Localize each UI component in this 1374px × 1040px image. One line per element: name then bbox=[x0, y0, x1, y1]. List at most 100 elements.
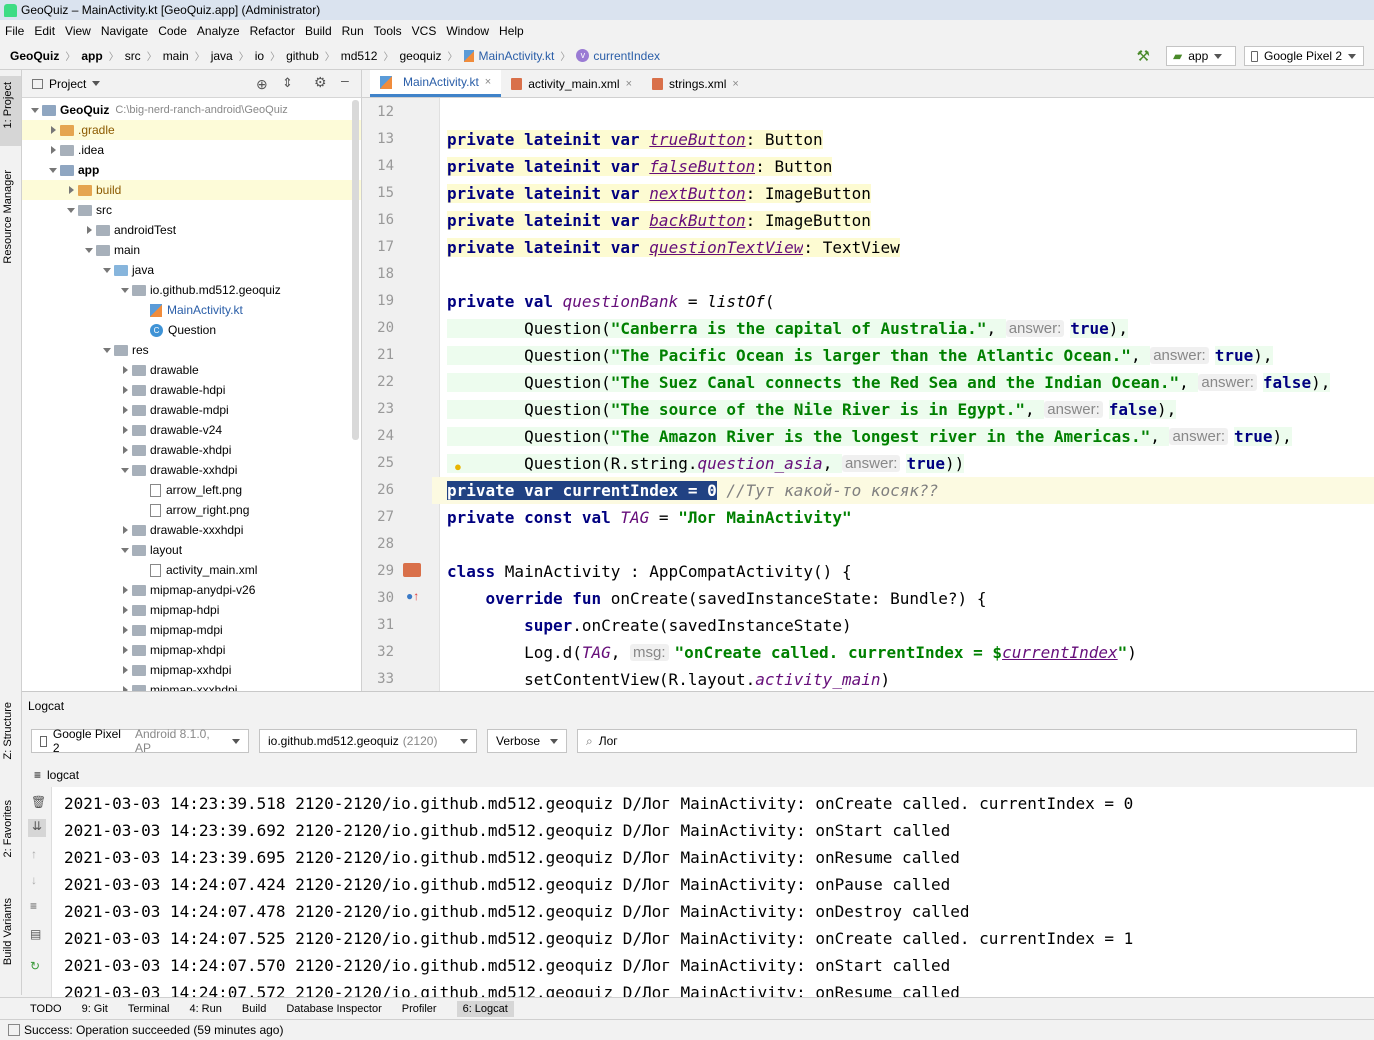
tree-item[interactable]: drawable bbox=[22, 360, 361, 380]
tree-arrow[interactable] bbox=[118, 626, 132, 634]
menu-item-code[interactable]: Code bbox=[158, 24, 187, 38]
tab-project[interactable]: 1: Project bbox=[2, 82, 14, 129]
tree-arrow[interactable] bbox=[118, 686, 132, 691]
tree-item[interactable]: src bbox=[22, 200, 361, 220]
logcat-output[interactable]: 2021-03-03 14:23:39.518 2120-2120/io.git… bbox=[52, 787, 1374, 997]
tree-item[interactable]: arrow_left.png bbox=[22, 480, 361, 500]
logcat-level-select[interactable]: Verbose bbox=[487, 729, 567, 753]
tree-item[interactable]: mipmap-xxhdpi bbox=[22, 660, 361, 680]
tool-tab-build[interactable]: Build bbox=[241, 1002, 267, 1015]
menu-item-view[interactable]: View bbox=[65, 24, 91, 38]
tab-activity_main-xml[interactable]: activity_main.xml× bbox=[501, 70, 642, 97]
tree-arrow[interactable] bbox=[118, 586, 132, 594]
tree-item[interactable]: drawable-xxxhdpi bbox=[22, 520, 361, 540]
tab-build-variants[interactable]: Build Variants bbox=[2, 898, 14, 966]
collapse-all-icon[interactable]: ⇕ bbox=[282, 75, 293, 90]
tree-arrow[interactable] bbox=[82, 247, 96, 253]
breadcrumb-item-7[interactable]: md512 bbox=[340, 48, 378, 63]
tree-item[interactable]: androidTest bbox=[22, 220, 361, 240]
breadcrumb-item-9[interactable]: MainActivity.kt bbox=[478, 48, 555, 63]
scroll-to-end-icon[interactable]: ⇊ bbox=[28, 819, 46, 837]
menu-item-vcs[interactable]: VCS bbox=[411, 24, 437, 38]
tab-structure[interactable]: Z: Structure bbox=[2, 702, 14, 760]
tree-item[interactable]: io.github.md512.geoquiz bbox=[22, 280, 361, 300]
breadcrumb-item-4[interactable]: java bbox=[210, 48, 233, 63]
layout-gutter-icon[interactable] bbox=[403, 563, 421, 577]
tree-item[interactable]: activity_main.xml bbox=[22, 560, 361, 580]
menu-item-refactor[interactable]: Refactor bbox=[249, 24, 295, 38]
tree-arrow[interactable] bbox=[118, 366, 132, 374]
tree-arrow[interactable] bbox=[64, 186, 78, 194]
tree-arrow[interactable] bbox=[118, 287, 132, 293]
tree-arrow[interactable] bbox=[64, 207, 78, 213]
tree-item[interactable]: mipmap-xhdpi bbox=[22, 640, 361, 660]
breadcrumb-item-8[interactable]: geoquiz bbox=[399, 48, 442, 63]
tool-tab-profiler[interactable]: Profiler bbox=[401, 1002, 437, 1015]
tree-item[interactable]: mipmap-mdpi bbox=[22, 620, 361, 640]
tree-arrow[interactable] bbox=[118, 406, 132, 414]
tree-arrow[interactable] bbox=[118, 526, 132, 534]
tree-arrow[interactable] bbox=[46, 167, 60, 173]
tab-logcat[interactable]: logcat bbox=[47, 768, 80, 782]
breadcrumb-item-6[interactable]: github bbox=[286, 48, 319, 63]
tool-tab-9-git[interactable]: 9: Git bbox=[81, 1002, 108, 1015]
logcat-device-select[interactable]: Google Pixel 2 Android 8.1.0, AP bbox=[31, 727, 249, 755]
tree-item[interactable]: drawable-hdpi bbox=[22, 380, 361, 400]
tab-favorites[interactable]: 2: Favorites bbox=[2, 800, 14, 858]
device-select[interactable]: Google Pixel 2 bbox=[1244, 46, 1364, 66]
menu-item-run[interactable]: Run bbox=[341, 24, 364, 38]
up-arrow-icon[interactable]: ↑ bbox=[31, 847, 37, 861]
tab-mainactivity-kt[interactable]: MainActivity.kt× bbox=[370, 70, 502, 97]
breadcrumb-item-1[interactable]: app bbox=[81, 48, 103, 63]
menu-item-analyze[interactable]: Analyze bbox=[196, 24, 240, 38]
tree-arrow[interactable] bbox=[118, 606, 132, 614]
tree-item[interactable]: res bbox=[22, 340, 361, 360]
print-icon[interactable]: ▤ bbox=[30, 927, 42, 941]
menu-item-build[interactable]: Build bbox=[304, 24, 332, 38]
menu-item-file[interactable]: File bbox=[5, 24, 25, 38]
tree-arrow[interactable] bbox=[28, 107, 42, 113]
tree-arrow[interactable] bbox=[100, 267, 114, 273]
tree-item[interactable]: MainActivity.kt bbox=[22, 300, 361, 320]
tree-arrow[interactable] bbox=[46, 126, 60, 134]
lightbulb-icon[interactable]: ● bbox=[454, 459, 462, 474]
locate-icon[interactable]: ⊕ bbox=[256, 76, 268, 92]
tree-arrow[interactable] bbox=[82, 226, 96, 234]
tree-item[interactable]: .idea bbox=[22, 140, 361, 160]
tree-item[interactable]: main bbox=[22, 240, 361, 260]
tree-scrollbar[interactable] bbox=[352, 100, 359, 440]
tree-item[interactable]: app bbox=[22, 160, 361, 180]
breadcrumb-item-2[interactable]: src bbox=[124, 48, 141, 63]
tree-item[interactable]: arrow_right.png bbox=[22, 500, 361, 520]
menu-item-edit[interactable]: Edit bbox=[34, 24, 56, 38]
tree-item[interactable]: mipmap-hdpi bbox=[22, 600, 361, 620]
hide-icon[interactable]: – bbox=[341, 72, 349, 88]
menu-item-help[interactable]: Help bbox=[499, 24, 524, 38]
breadcrumb-item-0[interactable]: GeoQuiz bbox=[10, 48, 60, 63]
tool-tab-6-logcat[interactable]: 6: Logcat bbox=[456, 1000, 514, 1017]
close-icon[interactable]: × bbox=[732, 77, 739, 90]
breadcrumb-item-3[interactable]: main bbox=[162, 48, 189, 63]
tool-tab-database-inspector[interactable]: Database Inspector bbox=[286, 1002, 382, 1015]
project-panel-title[interactable]: Project bbox=[49, 76, 87, 91]
menu-item-window[interactable]: Window bbox=[446, 24, 490, 38]
breadcrumb-item-10[interactable]: currentIndex bbox=[593, 48, 661, 63]
restart-icon[interactable]: ↻ bbox=[30, 959, 41, 973]
tree-arrow[interactable] bbox=[118, 446, 132, 454]
gear-icon[interactable]: ⚙ bbox=[314, 74, 327, 90]
tree-item[interactable]: mipmap-anydpi-v26 bbox=[22, 580, 361, 600]
module-select[interactable]: ▰ app bbox=[1166, 46, 1236, 66]
trash-icon[interactable]: 🗑 bbox=[31, 795, 47, 809]
tree-item[interactable]: drawable-xhdpi bbox=[22, 440, 361, 460]
logcat-search-input[interactable]: ⌕ Лог bbox=[577, 729, 1357, 753]
tool-tab-todo[interactable]: TODO bbox=[30, 1002, 62, 1015]
menu-item-navigate[interactable]: Navigate bbox=[100, 24, 149, 38]
tree-arrow[interactable] bbox=[118, 467, 132, 473]
soft-wrap-icon[interactable]: ≡ bbox=[30, 899, 38, 913]
tree-item[interactable]: .gradle bbox=[22, 120, 361, 140]
override-gutter-icon[interactable]: ●↑ bbox=[406, 589, 420, 603]
tab-resource-manager[interactable]: Resource Manager bbox=[2, 170, 14, 264]
tool-tab-4-run[interactable]: 4: Run bbox=[189, 1002, 222, 1015]
